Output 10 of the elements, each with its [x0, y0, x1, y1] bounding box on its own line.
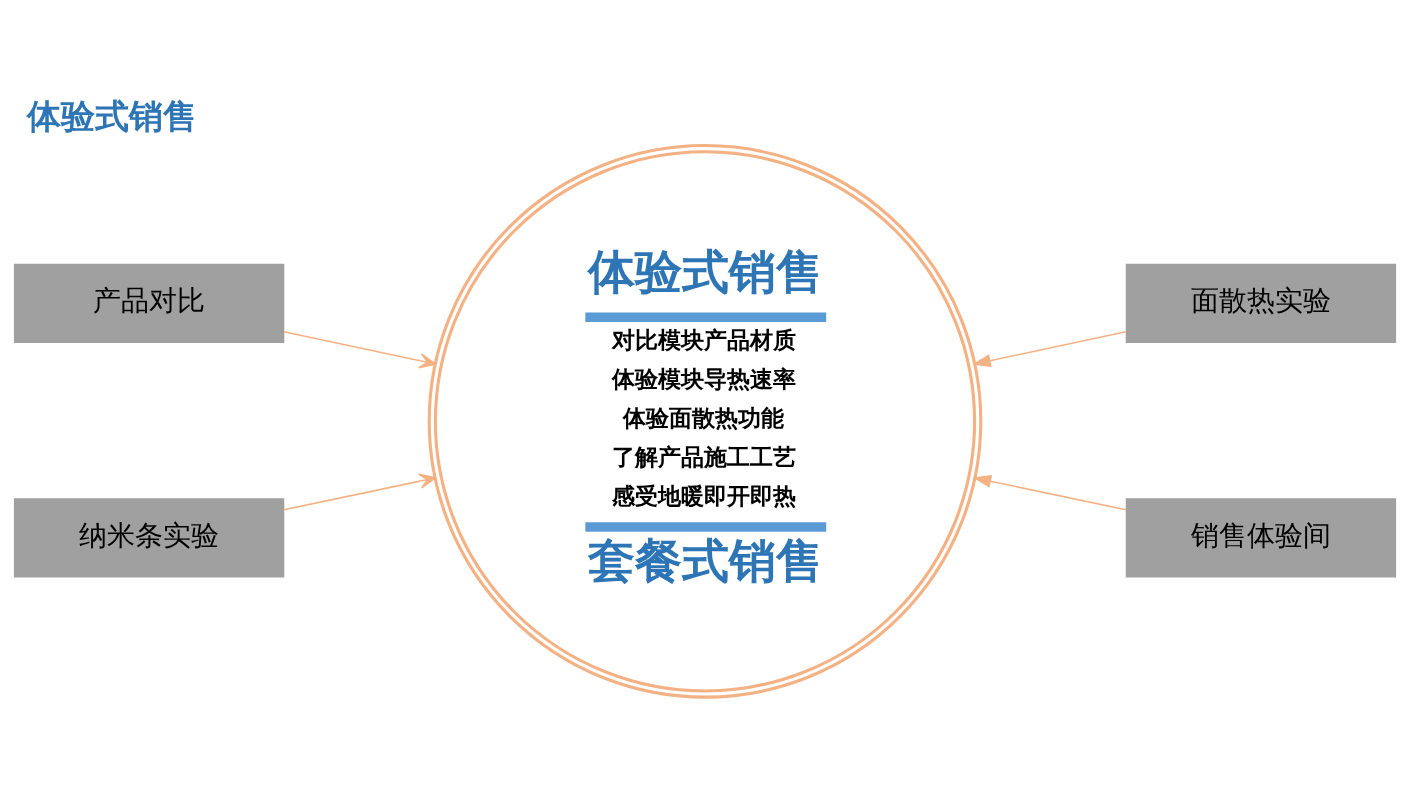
node-circle: 体验式销售 对比模块产品材质 体验模块导热速率 体验面散热功能 了解产品施工工艺 感受地暖即开即热 套餐式销售: [427, 144, 983, 699]
node-box: 销售体验间: [1125, 498, 1397, 578]
arrow: [283, 473, 437, 511]
diagram-title: 体验式销售: [27, 96, 198, 137]
node-box: 面散热实验: [1125, 263, 1397, 343]
node-box: 纳米条实验: [13, 498, 285, 578]
arrow: [972, 474, 1127, 511]
node-box: 产品对比: [13, 263, 285, 343]
arrow: [972, 331, 1127, 368]
arrow: [283, 330, 437, 369]
